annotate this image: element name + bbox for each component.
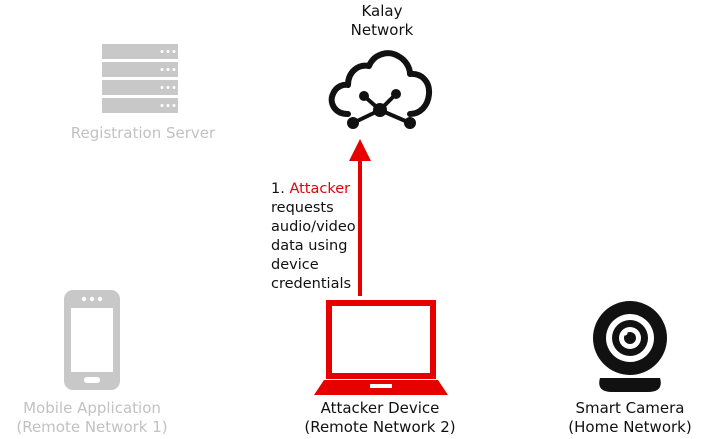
mobile-application-label: Mobile Application (Remote Network 1) [2,399,182,437]
camera-line1: Smart Camera [575,399,685,417]
kalay-line1: Kalay [361,2,403,20]
registration-server-label: Registration Server [70,124,216,142]
smartphone-icon [64,290,120,390]
step-heading: 1. Attacker [271,180,371,199]
step-line: device [271,257,319,273]
cloud-network-icon [328,50,433,129]
webcam-icon [593,301,667,392]
step-line: requests [271,200,334,216]
attacker-line2: (Remote Network 2) [304,418,456,436]
step-line: audio/video [271,219,356,235]
attacker-line1: Attacker Device [320,399,440,417]
laptop-icon [314,300,448,395]
smart-camera-label: Smart Camera (Home Network) [540,399,720,437]
step-number: 1. [271,181,285,197]
step-description: 1. Attacker requests audio/video data us… [271,180,371,294]
server-icon [102,44,178,113]
kalay-network-label: Kalay Network [330,2,434,40]
camera-line2: (Home Network) [568,418,692,436]
mobile-line2: (Remote Network 1) [16,418,168,436]
step-actor: Attacker [289,181,351,197]
mobile-line1: Mobile Application [23,399,161,417]
kalay-line2: Network [350,21,414,39]
step-line: data using [271,238,348,254]
attacker-device-label: Attacker Device (Remote Network 2) [290,399,470,437]
request-arrow [349,139,371,296]
step-line: credentials [271,276,352,292]
